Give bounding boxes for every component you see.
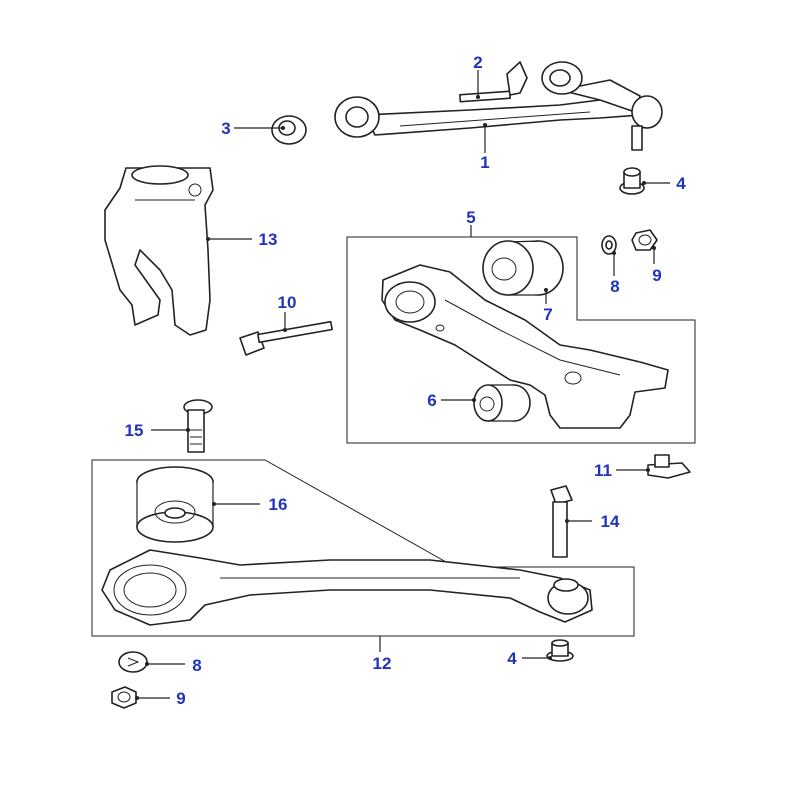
callout-1: 1 (480, 153, 489, 172)
steering-knuckle-13 (104, 165, 214, 336)
callout-13: 13 (259, 230, 278, 249)
callout-15: 15 (125, 421, 144, 440)
callout-9-top: 9 (652, 266, 661, 285)
callout-5: 5 (466, 208, 475, 227)
washer-8-top (601, 235, 617, 255)
nut-9-top (631, 229, 658, 251)
group-frame-5 (346, 236, 696, 444)
callout-4-top: 4 (676, 174, 686, 193)
lower-arm-12 (101, 549, 593, 626)
callout-9-bottom: 9 (176, 689, 185, 708)
callout-10: 10 (278, 293, 297, 312)
callout-8-top: 8 (610, 277, 619, 296)
washer-8-bottom (118, 651, 148, 673)
bolt-10 (239, 320, 333, 356)
callout-7: 7 (543, 305, 552, 324)
group-frame-12 (91, 459, 635, 637)
bushing-7 (482, 240, 564, 296)
leader-lines (135, 70, 670, 700)
flange-nut-4-top (619, 167, 645, 195)
flange-nut-4-bottom (546, 639, 574, 662)
bolt-2 (459, 61, 528, 103)
callout-14: 14 (601, 512, 620, 531)
bushing-16 (136, 466, 214, 543)
callout-6: 6 (427, 391, 436, 410)
callout-16: 16 (269, 495, 288, 514)
callout-8-bottom: 8 (192, 656, 201, 675)
callout-4-bottom: 4 (507, 649, 517, 668)
bolt-14 (550, 485, 573, 558)
callout-11: 11 (594, 461, 612, 480)
lower-control-arm-5 (381, 264, 669, 429)
nut-9-bottom (111, 686, 137, 709)
flanged-nut-3 (271, 115, 307, 145)
flange-nut-11 (647, 454, 691, 479)
callout-3: 3 (221, 119, 230, 138)
upper-control-arm (334, 61, 663, 151)
bushing-6 (473, 384, 531, 422)
callout-12: 12 (373, 654, 392, 673)
callout-2: 2 (473, 53, 482, 72)
bolt-15 (183, 399, 213, 453)
